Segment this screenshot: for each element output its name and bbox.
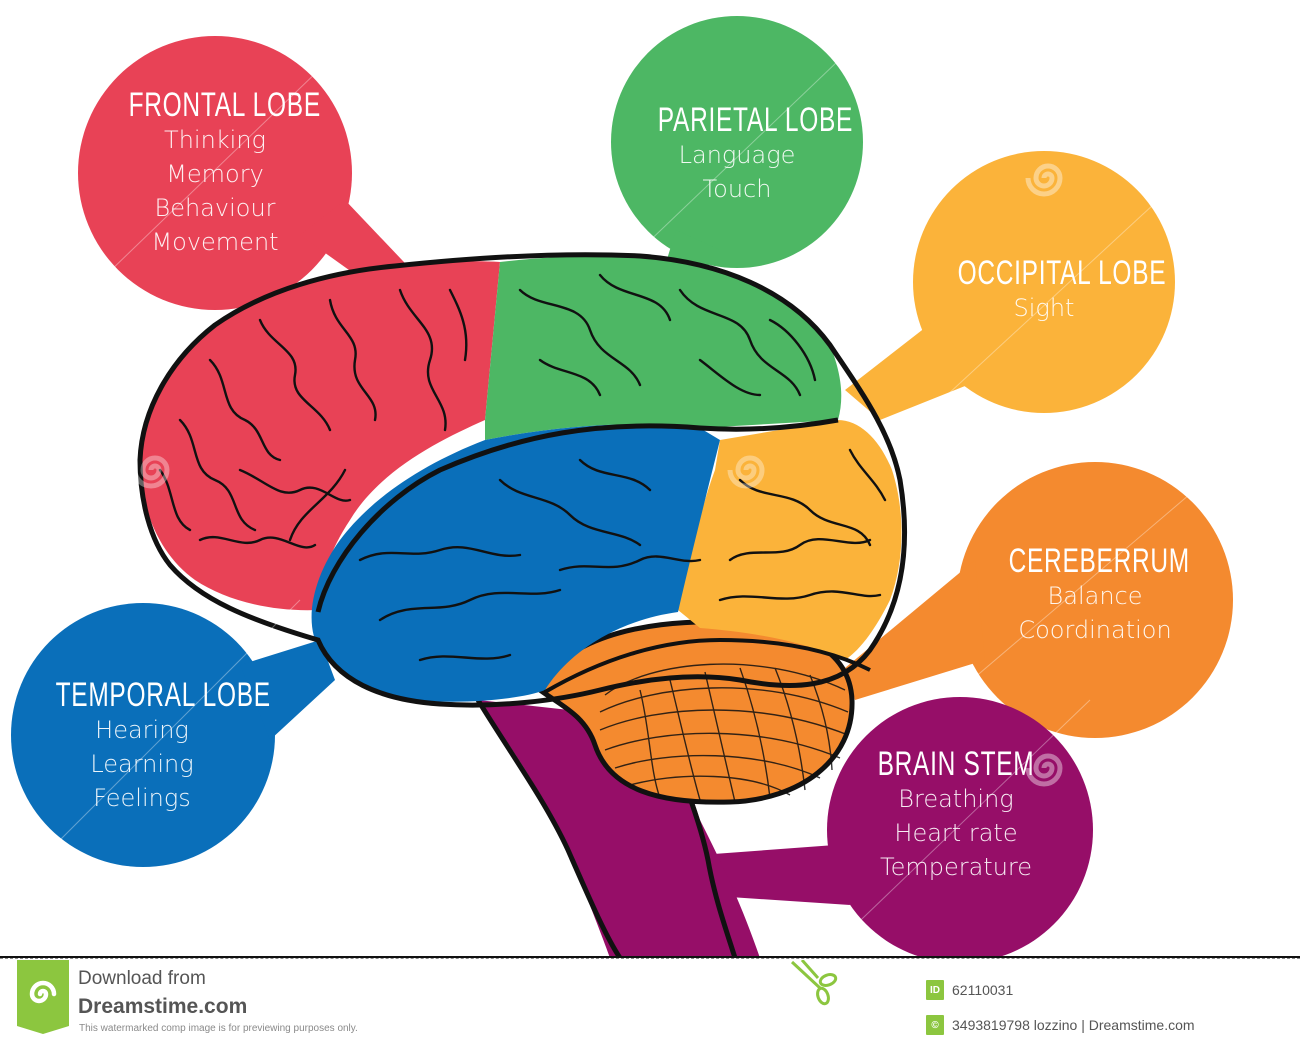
- copyright-icon: ©: [926, 1015, 944, 1035]
- watermark-spiral-icon: [132, 455, 170, 489]
- function-item: Touch: [702, 175, 772, 203]
- cerebellum-bubble: [845, 462, 1233, 738]
- image-id-row: ID 62110031: [926, 980, 1013, 1000]
- function-item: Language: [678, 141, 796, 169]
- download-from-text: Download from: [78, 968, 206, 989]
- temporal-lobe-region: [311, 424, 720, 702]
- cerebellum-title: CEREBERRUM: [1008, 542, 1190, 580]
- brain-shape: [137, 252, 908, 958]
- function-item: Hearing: [95, 716, 189, 744]
- function-item: Temperature: [879, 853, 1033, 881]
- function-item: Thinking: [164, 126, 266, 154]
- function-item: Movement: [151, 228, 279, 256]
- temporal-lobe-label: TEMPORAL LOBE Hearing Learning Feelings: [22, 676, 271, 815]
- frontal-lobe-region: [140, 261, 500, 611]
- credit-row: © 3493819798 lozzino | Dreamstime.com: [926, 1015, 1195, 1035]
- parietal-lobe-region: [485, 256, 842, 440]
- image-id: 62110031: [952, 982, 1014, 998]
- watermark-lines: [19, 39, 1231, 941]
- function-item: Learning: [90, 750, 194, 778]
- occipital-lobe-region: [678, 420, 902, 660]
- dreamstime-link[interactable]: Dreamstime.com: [78, 995, 248, 1018]
- frontal-lobe-title: FRONTAL LOBE: [128, 86, 321, 124]
- watermark-spiral-icon: [727, 455, 765, 489]
- temporal-lobe-bubble: [11, 603, 335, 867]
- cerebellum-region: [536, 619, 855, 805]
- watermark-footer: Download from Dreamstime.com This waterm…: [0, 956, 1300, 1048]
- occipital-lobe-bubble: [845, 151, 1175, 420]
- function-item: Behaviour: [154, 194, 276, 222]
- watermark-spiral-icon: [1025, 163, 1063, 197]
- parietal-lobe-title: PARIETAL LOBE: [657, 101, 854, 139]
- watermark-notice: This watermarked comp image is for previ…: [79, 1023, 358, 1034]
- id-badge-icon: ID: [926, 980, 944, 1000]
- watermark-spiral-icon: [1025, 753, 1063, 787]
- cut-line-divider: [0, 958, 1300, 959]
- function-item: Sight: [1013, 294, 1075, 322]
- function-item: Feelings: [93, 784, 191, 812]
- function-item: Heart rate: [894, 819, 1018, 847]
- image-credit: 3493819798 lozzino | Dreamstime.com: [952, 1017, 1195, 1033]
- brain-stem-label: BRAIN STEM Breathing Heart rate Temperat…: [836, 746, 1076, 884]
- brain-stem-bubble: [700, 697, 1093, 958]
- brain-illustration: [11, 16, 1233, 958]
- temporal-lobe-title: TEMPORAL LOBE: [55, 676, 271, 714]
- function-item: Memory: [166, 160, 264, 188]
- frontal-lobe-label: FRONTAL LOBE Thinking Memory Behaviour M…: [95, 87, 335, 259]
- brain-stem-title: BRAIN STEM: [877, 745, 1035, 783]
- parietal-lobe-label: PARIETAL LOBE Language Touch: [627, 101, 854, 206]
- function-item: Coordination: [1018, 616, 1172, 644]
- occipital-lobe-title: OCCIPITAL LOBE: [957, 254, 1167, 292]
- dreamstime-spiral-icon: [17, 960, 69, 1034]
- function-item: Balance: [1047, 582, 1143, 610]
- function-item: Breathing: [898, 785, 1014, 813]
- occipital-lobe-label: OCCIPITAL LOBE Sight: [924, 254, 1167, 325]
- brain-stem-region: [478, 700, 760, 958]
- cerebellum-label: CEREBERRUM Balance Coordination: [975, 543, 1215, 647]
- scissors-icon: [790, 960, 838, 1006]
- brain-diagram: FRONTAL LOBE Thinking Memory Behaviour M…: [11, 16, 1233, 958]
- image-bottom-border: [0, 956, 1300, 958]
